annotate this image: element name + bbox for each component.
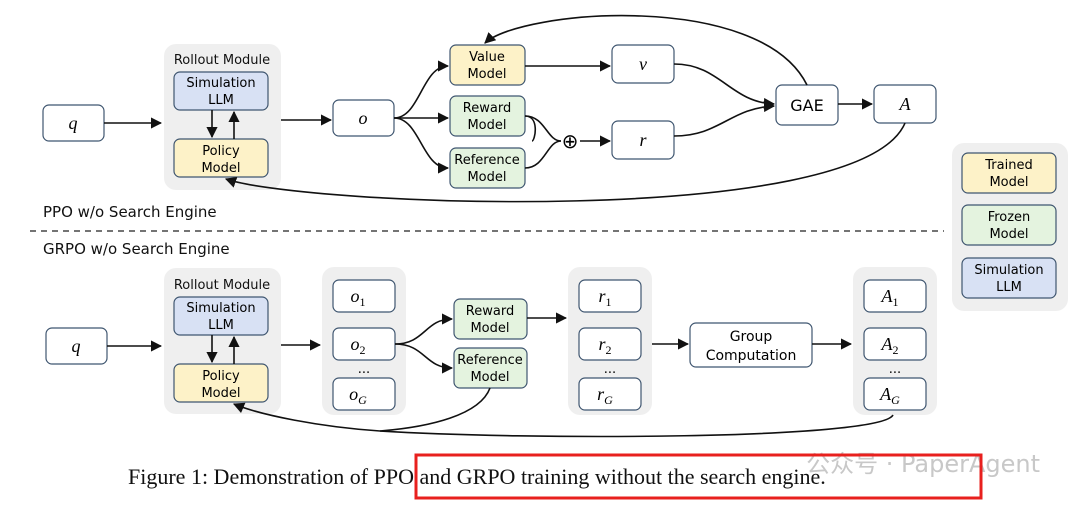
- ppo-policy-model-line2: Model: [201, 161, 240, 176]
- ppo-line-reward-to-oplus: [524, 115, 537, 142]
- grpo-advantage-box-g: [863, 377, 927, 411]
- grpo-reference-model-line2: Model: [470, 370, 509, 385]
- ppo-arrow-o-to-value: [393, 60, 450, 119]
- caption: 公众号 · PaperAgent Figure 1: Demonstration…: [128, 450, 1040, 500]
- grpo-advantage-box-1: [863, 279, 927, 313]
- grpo-reward-label-1: r1: [598, 286, 611, 309]
- grpo-group-computation-line2: Computation: [706, 348, 797, 364]
- grpo-advantage-ellipsis: ...: [889, 362, 901, 377]
- grpo-simulation-llm-line1: Simulation: [186, 301, 255, 316]
- grpo-section-label: GRPO w/o Search Engine: [43, 240, 230, 258]
- grpo-advantage-label-g: AG: [879, 384, 900, 407]
- ppo-oplus-symbol: ⊕: [562, 129, 579, 153]
- grpo-policy-model-line2: Model: [201, 386, 240, 401]
- grpo-group-computation-box: [689, 322, 813, 368]
- grpo-reward-model-line1: Reward: [466, 304, 514, 319]
- ppo-r-box: [611, 120, 675, 160]
- ppo-simulation-llm-box: [173, 71, 269, 111]
- ppo-curve-reward-oplus: [524, 115, 562, 142]
- grpo-output-label-g: oG: [349, 384, 367, 407]
- ppo-value-model-line2: Model: [467, 67, 506, 82]
- grpo-arrow-advantages-to-policy: [232, 402, 894, 438]
- caption-prefix: Figure 1: Demonstration of: [128, 464, 374, 489]
- grpo-output-label-2: o2: [351, 334, 366, 357]
- legend: Trained Model Frozen Model Simulation LL…: [952, 143, 1068, 311]
- ppo-r-label: r: [639, 130, 647, 150]
- ppo-policy-model-line1: Policy: [202, 144, 240, 159]
- legend-simulation-line1: Simulation: [974, 263, 1043, 278]
- grpo-output-ellipsis: ...: [358, 362, 370, 377]
- grpo-reference-model-line1: Reference: [457, 353, 522, 368]
- grpo-advantage-label-2: A2: [881, 334, 899, 357]
- ppo-arrow-a-to-policy: [224, 122, 906, 203]
- grpo-reward-label-2: r2: [598, 334, 611, 357]
- caption-highlight-box: [414, 453, 983, 500]
- ppo-reference-model-line1: Reference: [454, 153, 519, 168]
- figure-caption: Figure 1: Demonstration of PPO and GRPO …: [128, 464, 826, 489]
- grpo-advantage-box-2: [863, 327, 927, 361]
- grpo-reward-ellipsis: ...: [604, 362, 616, 377]
- grpo-output-box-1: [332, 279, 396, 313]
- ppo-gae-label: GAE: [790, 96, 823, 115]
- grpo-policy-model-box: [173, 363, 269, 403]
- ppo-curve-reference-oplus: [524, 140, 562, 169]
- grpo-output-box-g: [332, 377, 396, 411]
- grpo-reward-box-2: [578, 327, 642, 361]
- grpo-reward-model-box: [453, 298, 528, 340]
- legend-trained-line2: Model: [989, 175, 1028, 190]
- legend-simulation-swatch: [961, 257, 1057, 299]
- grpo-simulation-llm-line2: LLM: [208, 318, 234, 333]
- grpo-rollout-title: Rollout Module: [174, 278, 270, 293]
- ppo-q-label: q: [69, 113, 78, 133]
- grpo-policy-model-line1: Policy: [202, 369, 240, 384]
- grpo-reference-model-box: [453, 347, 528, 389]
- ppo-reference-model-line2: Model: [467, 170, 506, 185]
- grpo-reward-box-1: [578, 279, 642, 313]
- ppo-arrow-r-to-gae: [673, 100, 776, 137]
- ppo-rollout-title: Rollout Module: [174, 53, 270, 68]
- ppo-o-label: o: [359, 108, 368, 128]
- ppo-reward-model-line1: Reward: [463, 101, 511, 116]
- grpo-output-label-1: o1: [351, 286, 366, 309]
- legend-trained-line1: Trained: [984, 158, 1032, 173]
- ppo-arrow-gae-to-value: [484, 14, 808, 86]
- legend-frozen-swatch: [961, 204, 1057, 246]
- ppo-value-model-line1: Value: [469, 50, 505, 65]
- ppo-simulation-llm-line1: Simulation: [186, 76, 255, 91]
- grpo-reward-box-g: [578, 377, 642, 411]
- grpo-simulation-llm-box: [173, 296, 269, 336]
- grpo-curve-reference-join: [379, 387, 491, 432]
- grpo-advantage-label-1: A1: [881, 286, 899, 309]
- grpo-reward-model-line2: Model: [470, 321, 509, 336]
- grpo-q-label: q: [72, 336, 81, 356]
- ppo-value-model-box: [449, 44, 526, 86]
- legend-frozen-line2: Model: [989, 227, 1028, 242]
- legend-simulation-line2: LLM: [996, 280, 1022, 295]
- grpo-arrow-o2-to-reference: [394, 343, 454, 374]
- ppo-arrow-o-to-reference: [393, 117, 450, 174]
- grpo-section: GRPO w/o Search Engine Rollout Module Si…: [43, 240, 937, 438]
- ppo-section: Rollout Module Simulation LLM Policy Mod…: [42, 14, 937, 221]
- grpo-reward-label-g: rG: [597, 384, 613, 407]
- caption-highlighted: PPO and GRPO training without the search…: [374, 464, 826, 489]
- ppo-reward-model-line2: Model: [467, 118, 506, 133]
- ppo-a-label: A: [899, 94, 912, 114]
- legend-frozen-line1: Frozen: [988, 210, 1031, 225]
- grpo-arrow-o2-to-reward: [394, 313, 454, 345]
- ppo-arrow-v-to-gae: [673, 63, 776, 110]
- ppo-simulation-llm-line2: LLM: [208, 93, 234, 108]
- grpo-group-computation-line1: Group: [730, 329, 773, 345]
- legend-trained-swatch: [961, 152, 1057, 194]
- ppo-v-label: v: [639, 54, 647, 74]
- ppo-policy-model-box: [173, 138, 269, 178]
- ppo-section-label: PPO w/o Search Engine: [43, 203, 217, 221]
